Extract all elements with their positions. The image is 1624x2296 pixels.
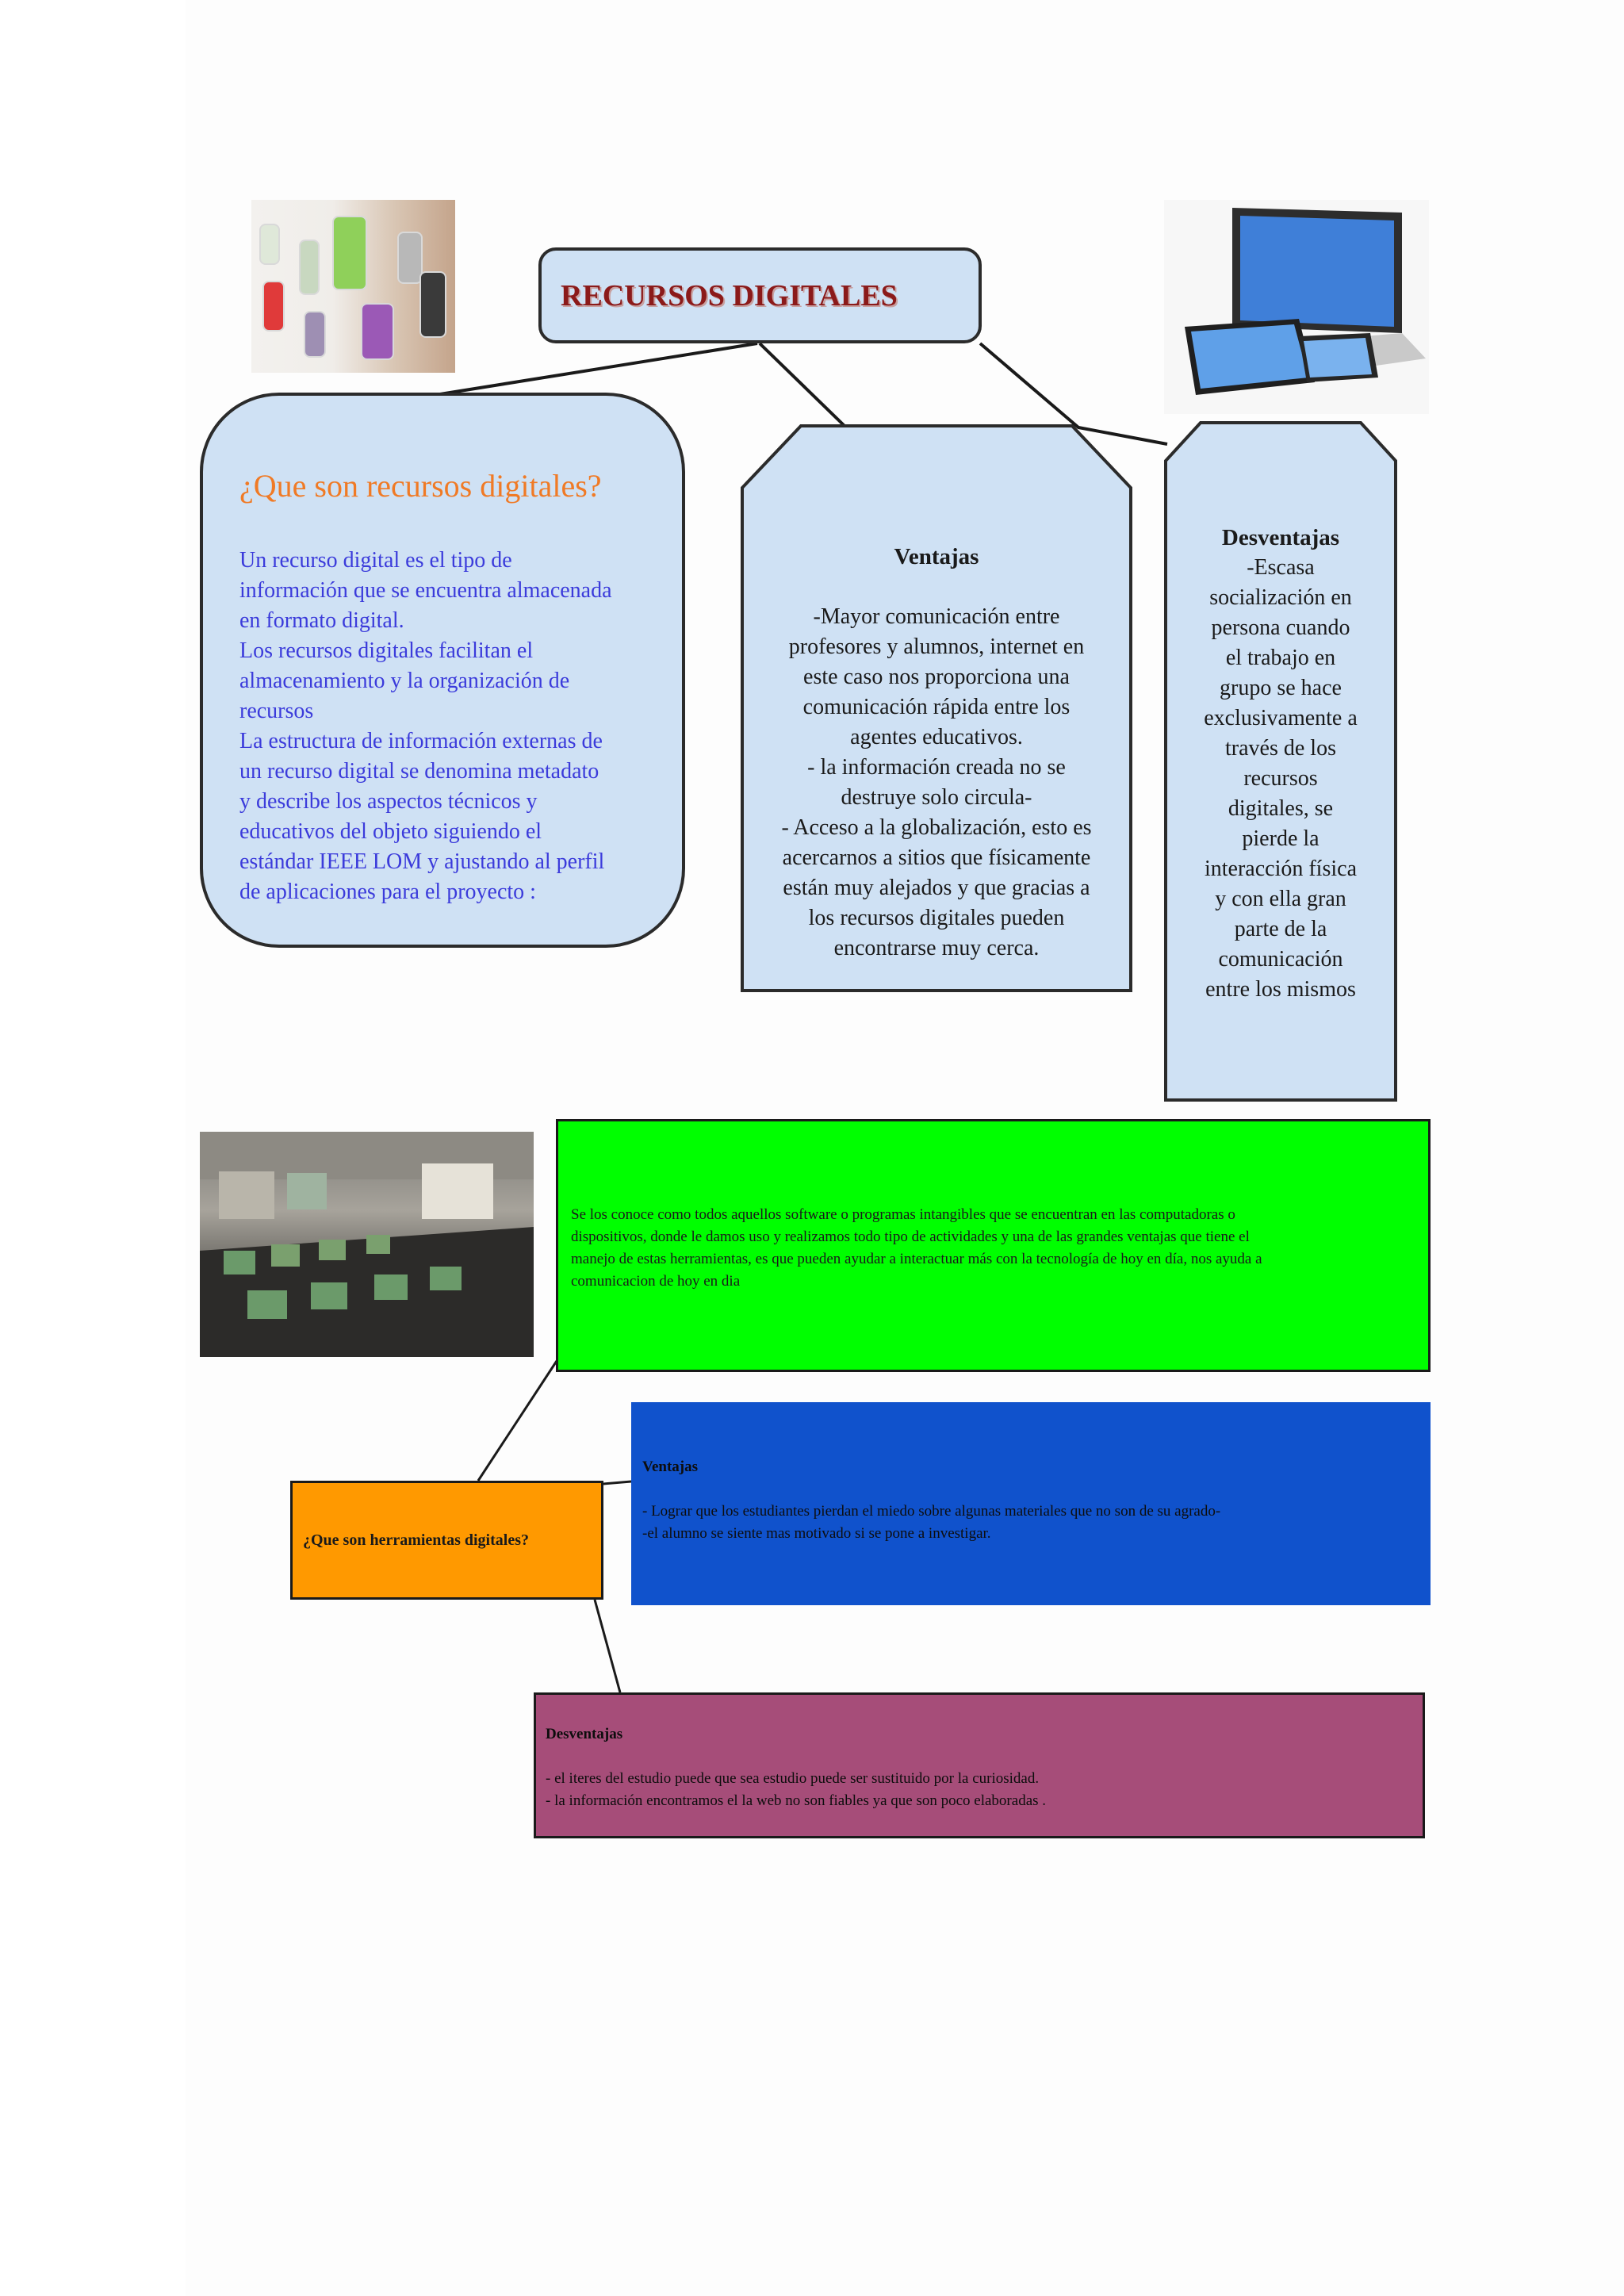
desventajas-line: través de los [1169,734,1392,764]
definition-line: educativos del objeto siguiendo el [239,817,650,847]
herramientas-ventajas-box: Ventajas - Lograr que los estudiantes pi… [631,1402,1431,1605]
desventajas-line: recursos [1169,764,1392,794]
desventajas-heading: Desventajas [1169,523,1392,553]
desventajas-line: exclusivamente a [1169,703,1392,734]
herramientas-definition-line: manejo de estas herramientas, es que pue… [571,1248,1401,1271]
desventajas-line: interacción física [1169,854,1392,884]
herramientas-definition-line: Se los conoce como todos aquellos softwa… [571,1204,1401,1226]
definition-line: Los recursos digitales facilitan el [239,636,650,666]
herramientas-desventajas-line: - el iteres del estudio puede que sea es… [546,1768,1410,1790]
desventajas-line: entre los mismos [1169,975,1392,1005]
ventajas-line: comunicación rápida entre los [752,692,1121,723]
herramientas-question: ¿Que son herramientas digitales? [303,1531,529,1550]
title-box: RECURSOS DIGITALES [538,247,982,343]
definition-line: en formato digital. [239,606,650,636]
desventajas-line: -Escasa [1169,553,1392,583]
definition-line: y describe los aspectos técnicos y [239,787,650,817]
desventajas-box: Desventajas -Escasa socialización en per… [1164,421,1397,1102]
desventajas-line: y con ella gran [1169,884,1392,914]
connector-title-ventajas [760,343,845,426]
ventajas-line: los recursos digitales pueden [752,903,1121,933]
definition-line: de aplicaciones para el proyecto : [239,877,650,907]
ventajas-line: acercarnos a sitios que físicamente [752,843,1121,873]
ventajas-line: este caso nos proporciona una [752,662,1121,692]
desventajas-line: persona cuando [1169,613,1392,643]
computer-lab-photo [200,1132,534,1357]
connector-title-definition [440,343,757,394]
herramientas-definition-line: dispositivos, donde le damos uso y reali… [571,1226,1401,1248]
connector-question-ventajas [603,1481,631,1484]
title-text: RECURSOS DIGITALES [561,278,898,313]
devices-photo [1164,200,1429,414]
definition-line: La estructura de información externas de [239,726,650,757]
desventajas-line: parte de la [1169,914,1392,945]
herramientas-ventajas-line: -el alumno se siente mas motivado si se … [642,1523,1415,1545]
desventajas-line: el trabajo en [1169,643,1392,673]
app-icons-photo [251,200,455,373]
herramientas-ventajas-heading: Ventajas [642,1456,1415,1478]
definition-line: información que se encuentra almacenada [239,576,650,606]
ventajas-line: están muy alejados y que gracias a [752,873,1121,903]
ventajas-line: - Acceso a la globalización, esto es [752,813,1121,843]
ventajas-heading: Ventajas [752,542,1121,572]
definition-line: almacenamiento y la organización de [239,666,650,696]
definition-box: ¿Que son recursos digitales? Un recurso … [200,393,685,948]
desventajas-line: socialización en [1169,583,1392,613]
definition-line: un recurso digital se denomina metadato [239,757,650,787]
desventajas-line: digitales, se [1169,794,1392,824]
definition-heading: ¿Que son recursos digitales? [239,467,650,504]
ventajas-box: Ventajas -Mayor comunicación entre profe… [741,424,1132,992]
ventajas-line: - la información creada no se [752,753,1121,783]
desventajas-line: pierde la [1169,824,1392,854]
connector-question-desventajas [595,1600,620,1692]
herramientas-desventajas-line: - la información encontramos el la web n… [546,1790,1410,1812]
ventajas-line: profesores y alumnos, internet en [752,632,1121,662]
definition-line: estándar IEEE LOM y ajustando al perfil [239,847,650,877]
desventajas-line: grupo se hace [1169,673,1392,703]
ventajas-line: encontrarse muy cerca. [752,933,1121,964]
herramientas-question-box: ¿Que son herramientas digitales? [290,1481,603,1600]
herramientas-definition-line: comunicacion de hoy en dia [571,1271,1401,1293]
ventajas-line: -Mayor comunicación entre [752,602,1121,632]
herramientas-definition-box: Se los conoce como todos aquellos softwa… [556,1119,1431,1372]
definition-line: recursos [239,696,650,726]
desventajas-line: comunicación [1169,945,1392,975]
connector-question-definition [478,1361,557,1481]
herramientas-ventajas-line: - Lograr que los estudiantes pierdan el … [642,1501,1415,1523]
ventajas-line: agentes educativos. [752,723,1121,753]
definition-body: Un recurso digital es el tipo de informa… [239,546,650,907]
ventajas-line: destruye solo circula- [752,783,1121,813]
definition-line: Un recurso digital es el tipo de [239,546,650,576]
herramientas-desventajas-heading: Desventajas [546,1723,1410,1746]
herramientas-desventajas-box: Desventajas - el iteres del estudio pued… [534,1692,1425,1838]
